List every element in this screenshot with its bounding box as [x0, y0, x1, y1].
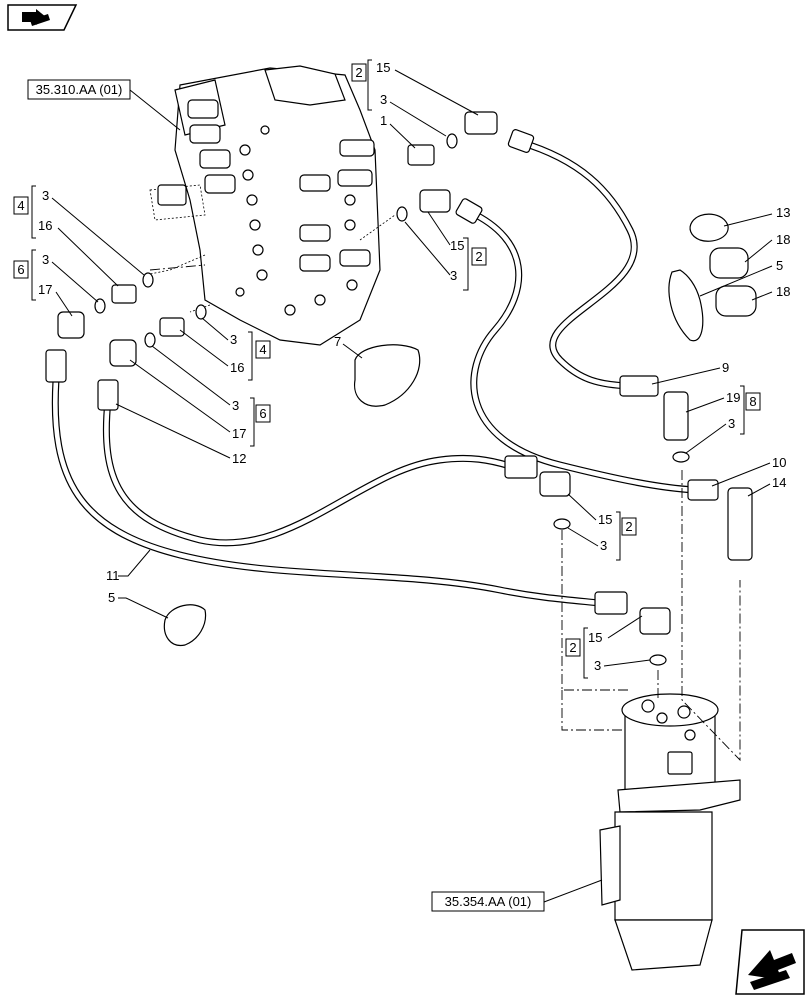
callout-5-lower: 5 — [108, 590, 169, 619]
svg-text:4: 4 — [259, 342, 266, 357]
svg-text:2: 2 — [355, 65, 362, 80]
callout-group-8: 9 19 3 8 — [651, 360, 761, 454]
svg-text:16: 16 — [230, 360, 244, 375]
svg-text:19: 19 — [726, 390, 740, 405]
svg-text:3: 3 — [230, 332, 237, 347]
svg-text:14: 14 — [772, 475, 786, 490]
svg-text:2: 2 — [569, 640, 576, 655]
svg-text:15: 15 — [588, 630, 602, 645]
svg-text:3: 3 — [450, 268, 457, 283]
svg-text:35.354.AA (01): 35.354.AA (01) — [445, 894, 532, 909]
svg-text:3: 3 — [232, 398, 239, 413]
hose-9 — [516, 138, 638, 390]
svg-text:4: 4 — [17, 198, 24, 213]
svg-text:2: 2 — [475, 249, 482, 264]
control-valve-block — [144, 65, 396, 346]
o-rings — [94, 133, 690, 666]
svg-text:3: 3 — [728, 416, 735, 431]
svg-text:8: 8 — [749, 394, 756, 409]
svg-text:15: 15 — [376, 60, 390, 75]
callout-group-2-bottom: 2 15 3 — [565, 615, 651, 679]
callout-group-4-mid: 3 16 4 — [179, 317, 271, 381]
callout-12: 12 — [115, 403, 246, 466]
callout-group-2-top: 2 15 3 1 — [351, 59, 479, 149]
svg-text:5: 5 — [108, 590, 115, 605]
svg-text:6: 6 — [259, 406, 266, 421]
callout-11: 11 — [106, 549, 151, 583]
svg-text:2: 2 — [625, 519, 632, 534]
svg-text:3: 3 — [594, 658, 601, 673]
hose-12 — [102, 396, 514, 547]
svg-text:18: 18 — [776, 232, 790, 247]
svg-text:13: 13 — [776, 205, 790, 220]
svg-text:3: 3 — [600, 538, 607, 553]
hose-11 — [51, 376, 604, 607]
svg-text:3: 3 — [42, 188, 49, 203]
callout-group-6-mid: 3 17 6 — [129, 345, 271, 447]
center-lines — [149, 264, 741, 762]
callout-group-6-left: 6 3 17 — [13, 249, 99, 317]
callout-7: 7 — [334, 334, 363, 359]
svg-text:7: 7 — [334, 334, 341, 349]
svg-text:3: 3 — [380, 92, 387, 107]
svg-text:18: 18 — [776, 284, 790, 299]
hose-fittings — [45, 129, 719, 615]
svg-text:17: 17 — [38, 282, 52, 297]
svg-text:12: 12 — [232, 451, 246, 466]
next-page-arrow-icon[interactable] — [735, 929, 805, 995]
callout-group-2-mid: 15 3 2 — [404, 211, 487, 291]
svg-text:3: 3 — [42, 252, 49, 267]
hose-10 — [466, 208, 699, 494]
svg-text:15: 15 — [598, 512, 612, 527]
callout-group-2-lower: 15 3 2 — [567, 493, 637, 561]
svg-text:35.310.AA (01): 35.310.AA (01) — [36, 82, 123, 97]
adapter-fittings — [57, 111, 753, 635]
callout-10-14: 10 14 — [711, 455, 786, 497]
callout-group-4-left: 4 3 16 — [13, 185, 145, 287]
svg-text:6: 6 — [17, 262, 24, 277]
swivel-joint — [599, 693, 741, 971]
svg-text:16: 16 — [38, 218, 52, 233]
svg-text:17: 17 — [232, 426, 246, 441]
clamp-parts — [163, 213, 757, 647]
ref-valve[interactable]: 35.310.AA (01) — [27, 79, 181, 131]
svg-text:9: 9 — [722, 360, 729, 375]
callout-right-clamps: 13 18 5 18 — [699, 205, 790, 301]
book-arrow-icon[interactable] — [7, 4, 78, 31]
ref-swivel[interactable]: 35.354.AA (01) — [431, 879, 603, 912]
svg-text:11: 11 — [106, 568, 120, 583]
svg-text:15: 15 — [450, 238, 464, 253]
svg-text:1: 1 — [380, 113, 387, 128]
svg-text:10: 10 — [772, 455, 786, 470]
svg-text:5: 5 — [776, 258, 783, 273]
